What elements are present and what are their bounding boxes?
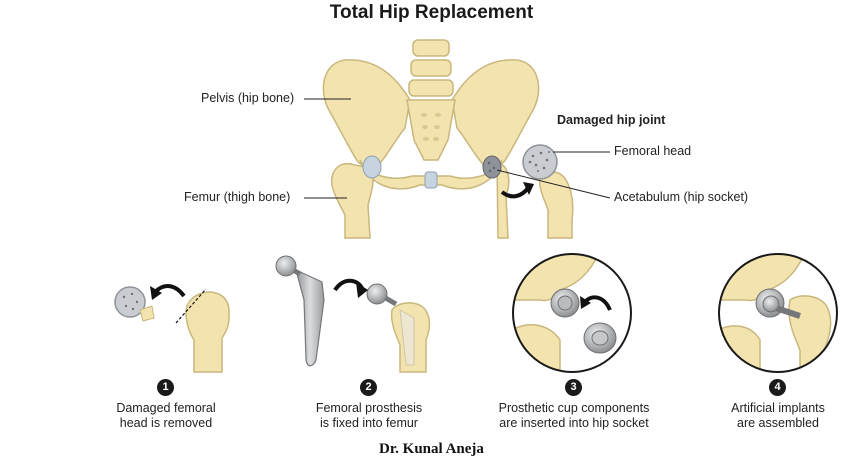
damaged-hip-joint-label: Damaged hip joint	[557, 113, 666, 127]
step-caption-line: Artificial implants	[731, 401, 825, 415]
step-number-1: 1	[157, 379, 174, 396]
step-number-4: 4	[769, 379, 786, 396]
step-caption-line: Femoral prosthesis	[315, 401, 423, 415]
step3-illustration	[512, 253, 632, 373]
pelvis-label: Pelvis (hip bone)	[201, 91, 295, 105]
step-caption-line: are assembled	[737, 416, 819, 430]
step-caption-2: Femoral prosthesis is fixed into femur	[269, 401, 469, 431]
diagram-title: Total Hip Replacement	[329, 2, 534, 23]
step-caption-3: Prosthetic cup components are inserted i…	[474, 401, 674, 431]
step-number-2: 2	[360, 379, 377, 396]
femur-label: Femur (thigh bone)	[184, 190, 291, 204]
step-caption-line: Prosthetic cup components	[498, 401, 650, 415]
step-caption-line: are inserted into hip socket	[499, 416, 649, 430]
acetabulum-label: Acetabulum (hip socket)	[614, 190, 749, 204]
author-credit: Dr. Kunal Aneja	[379, 441, 484, 457]
damaged-femur	[522, 144, 574, 239]
step2-illustration	[275, 255, 431, 373]
step-caption-line: head is removed	[119, 416, 213, 430]
step1-illustration	[114, 284, 230, 373]
pelvis	[322, 39, 540, 239]
step4-illustration	[718, 253, 838, 373]
step-caption-4: Artificial implants are assembled	[678, 401, 863, 431]
femoral-head-label: Femoral head	[614, 144, 692, 158]
step-caption-line: Damaged femoral	[116, 401, 216, 415]
step-number-3: 3	[565, 379, 582, 396]
step-caption-line: is fixed into femur	[320, 416, 418, 430]
step-caption-1: Damaged femoral head is removed	[66, 401, 266, 431]
